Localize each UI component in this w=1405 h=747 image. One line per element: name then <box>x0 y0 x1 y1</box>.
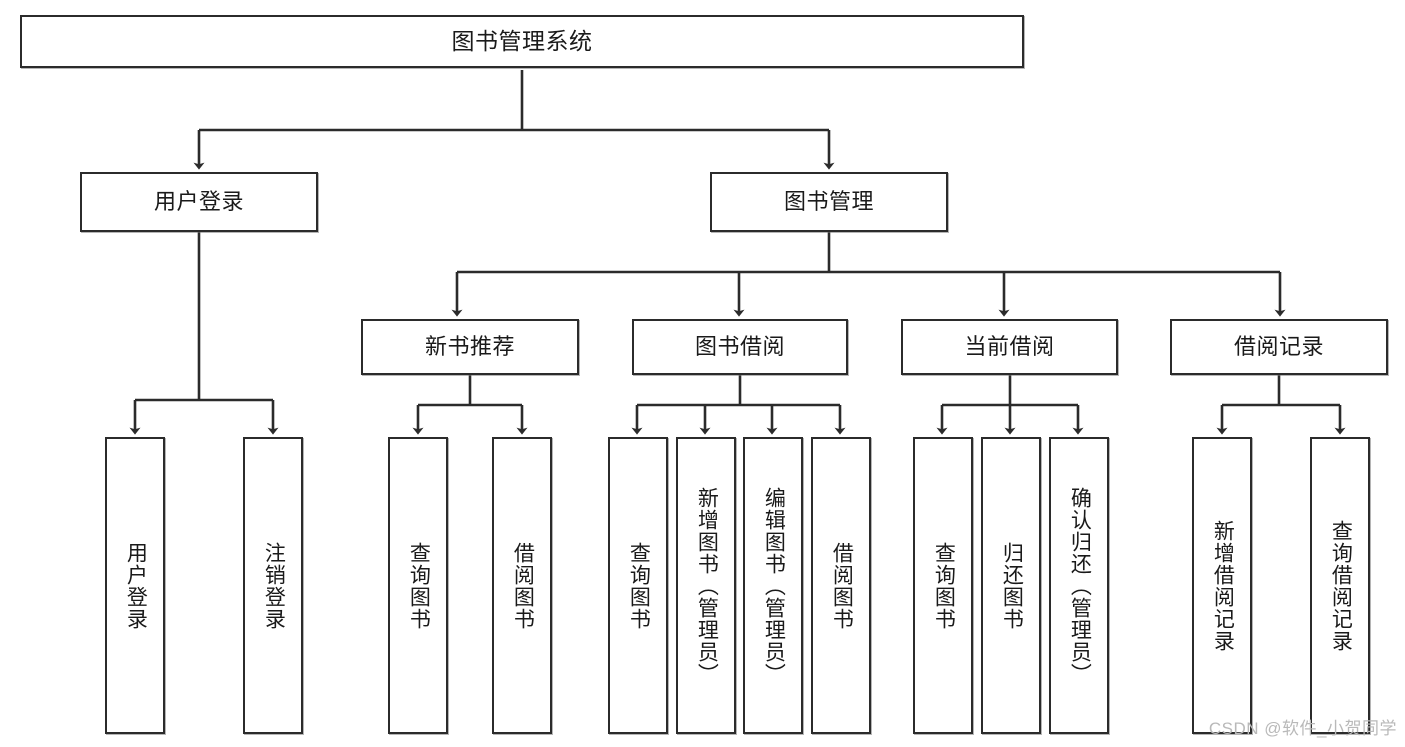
leaf-current-borrow-query-book[interactable]: 查询图书 <box>913 437 973 734</box>
csdn-watermark: CSDN @软件_小贺同学 <box>1208 719 1397 738</box>
node-label: 归还图书 <box>1000 541 1024 630</box>
node-label: 图书管理系统 <box>451 27 593 54</box>
leaf-borrow-record-add-record[interactable]: 新增借阅记录 <box>1192 437 1252 734</box>
node-book-borrow[interactable]: 图书借阅 <box>632 319 848 375</box>
leaf-new-book-query-book[interactable]: 查询图书 <box>388 437 448 734</box>
node-label: 查询借阅记录 <box>1329 519 1353 652</box>
leaf-user-login-logout[interactable]: 注销登录 <box>243 437 303 734</box>
node-label: 查询图书 <box>932 541 956 630</box>
node-label: 新增图书（管理员） <box>695 486 719 685</box>
leaf-book-borrow-add-book-admin[interactable]: 新增图书（管理员） <box>676 437 736 734</box>
leaf-book-borrow-borrow-book[interactable]: 借阅图书 <box>811 437 871 734</box>
node-user-login[interactable]: 用户登录 <box>80 172 318 232</box>
node-label: 用户登录 <box>124 541 148 630</box>
node-borrow-record[interactable]: 借阅记录 <box>1170 319 1388 375</box>
leaf-user-login-login[interactable]: 用户登录 <box>105 437 165 734</box>
node-root-book-management-system[interactable]: 图书管理系统 <box>20 15 1024 68</box>
node-book-management[interactable]: 图书管理 <box>710 172 948 232</box>
leaf-new-book-borrow-book[interactable]: 借阅图书 <box>492 437 552 734</box>
leaf-book-borrow-query-book[interactable]: 查询图书 <box>608 437 668 734</box>
leaf-current-borrow-return-book[interactable]: 归还图书 <box>981 437 1041 734</box>
node-label: 借阅记录 <box>1233 333 1324 359</box>
leaf-borrow-record-query-record[interactable]: 查询借阅记录 <box>1310 437 1370 734</box>
node-label: 查询图书 <box>627 541 651 630</box>
node-label: 编辑图书（管理员） <box>762 486 786 685</box>
node-label: 图书管理 <box>783 188 874 214</box>
node-label: 确认归还（管理员） <box>1068 486 1092 685</box>
leaf-book-borrow-edit-book-admin[interactable]: 编辑图书（管理员） <box>743 437 803 734</box>
node-label: 用户登录 <box>153 188 244 214</box>
node-label: 借阅图书 <box>511 541 535 630</box>
leaf-current-borrow-confirm-return-admin[interactable]: 确认归还（管理员） <box>1049 437 1109 734</box>
node-label: 注销登录 <box>262 541 286 630</box>
node-label: 图书借阅 <box>694 333 785 359</box>
node-label: 当前借阅 <box>964 333 1055 359</box>
node-current-borrow[interactable]: 当前借阅 <box>901 319 1118 375</box>
node-label: 新书推荐 <box>424 333 515 359</box>
node-label: 新增借阅记录 <box>1211 519 1235 652</box>
node-label: 查询图书 <box>407 541 431 630</box>
node-label: 借阅图书 <box>830 541 854 630</box>
node-new-book-recommend[interactable]: 新书推荐 <box>361 319 579 375</box>
